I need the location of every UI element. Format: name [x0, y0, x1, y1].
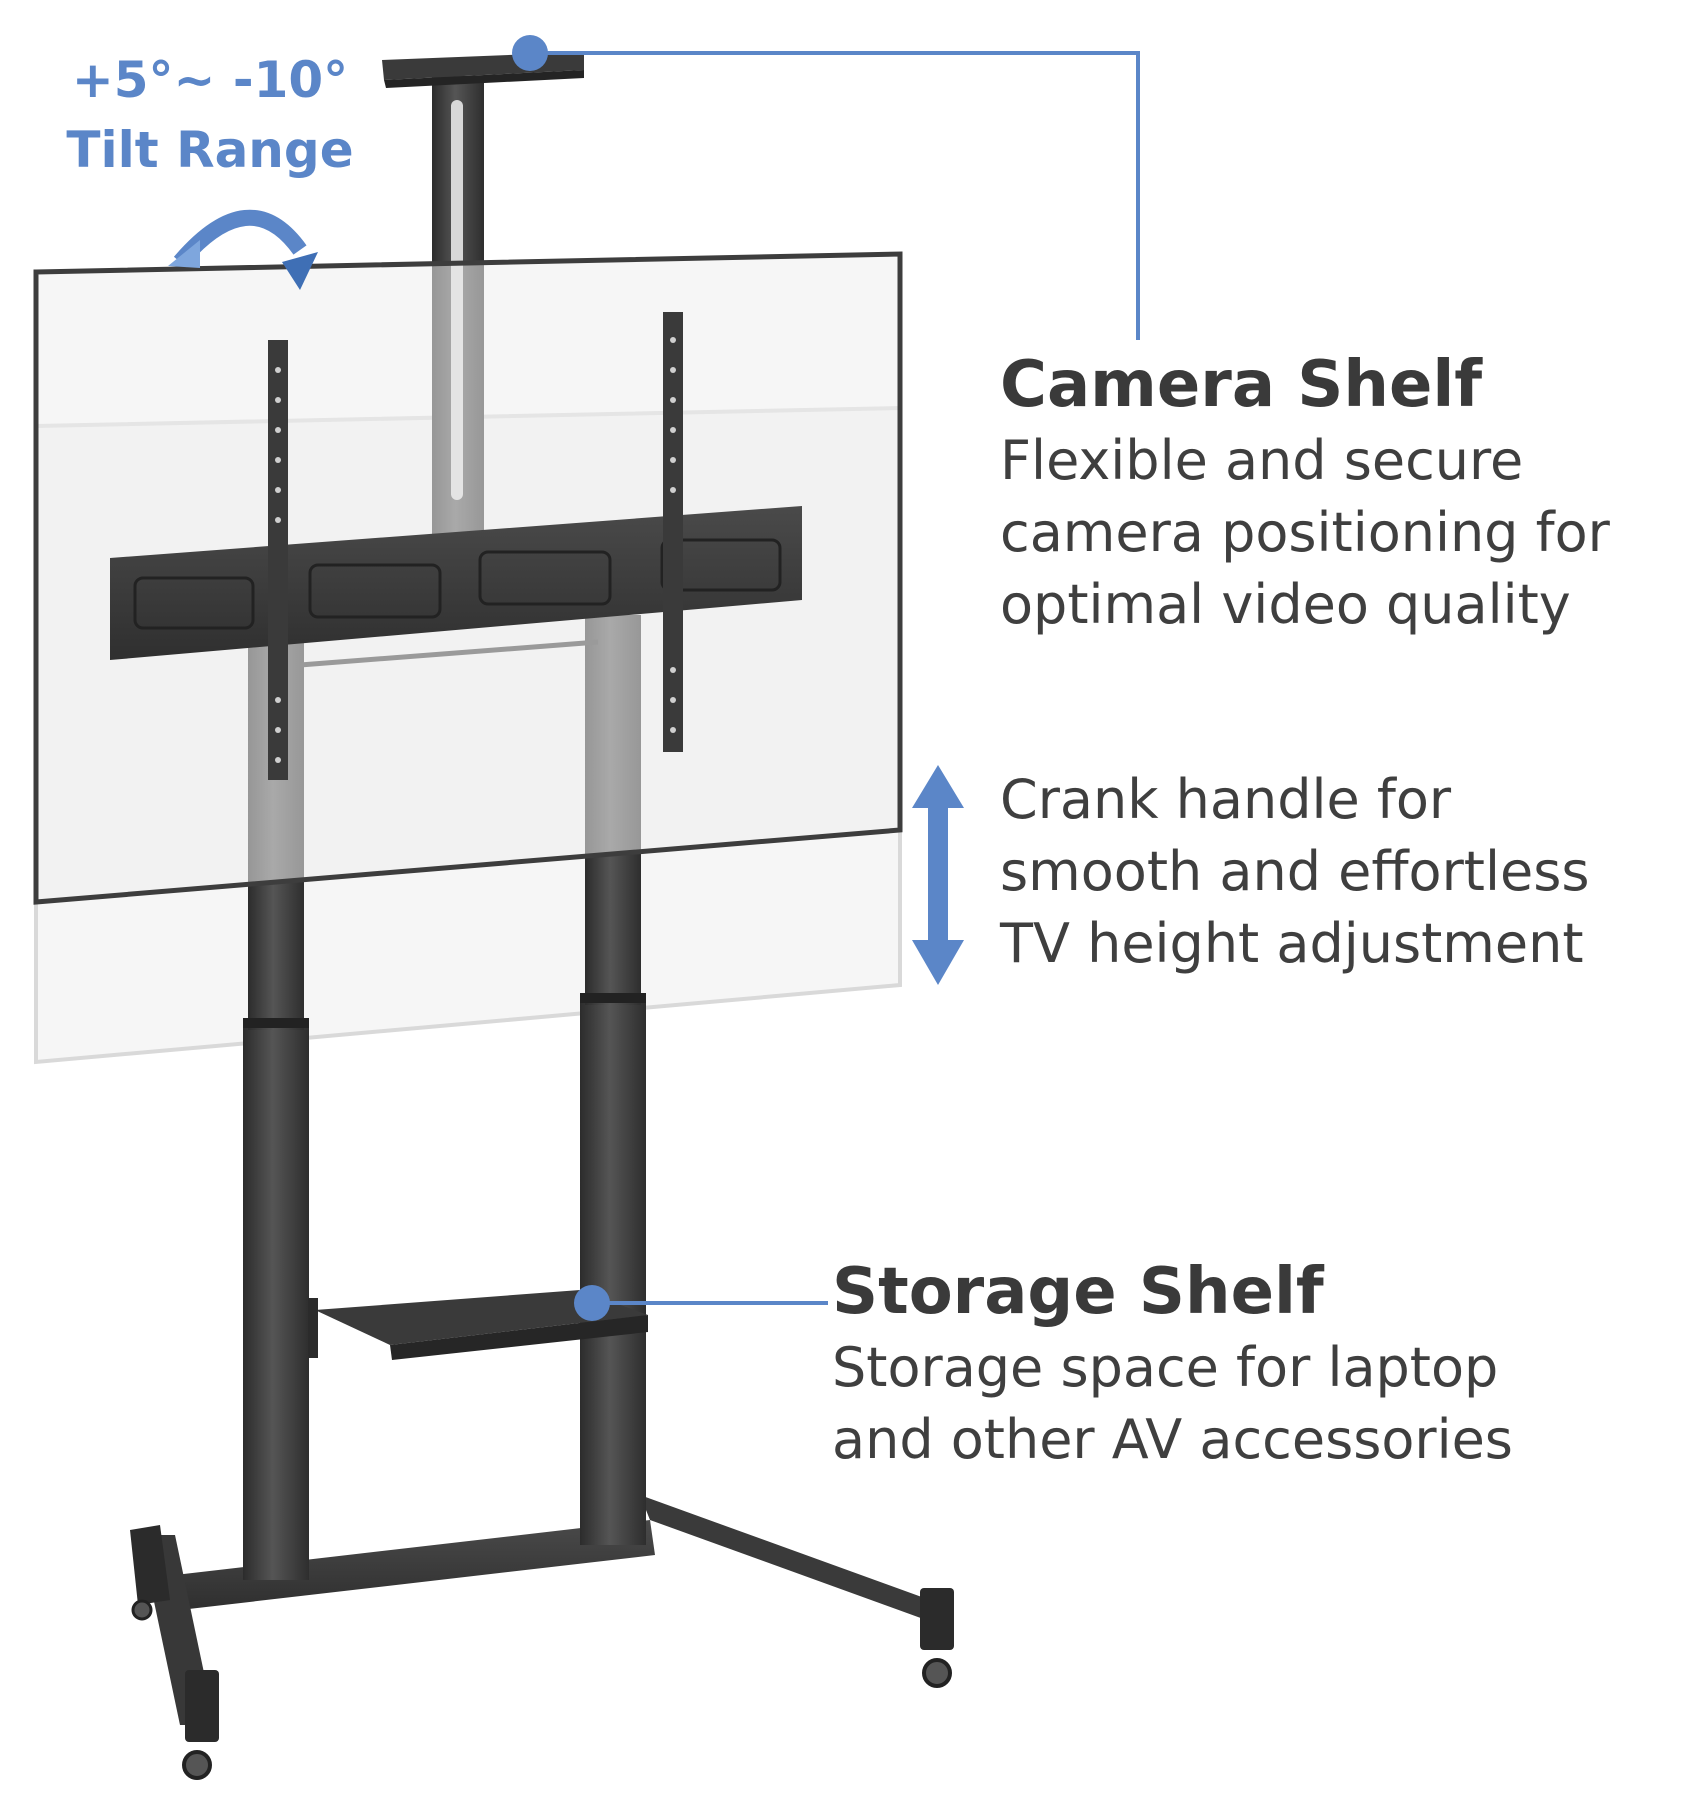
- storage-shelf-callout: [574, 1285, 828, 1321]
- storage-shelf-title: Storage Shelf: [832, 1255, 1324, 1329]
- camera-shelf-desc-line: optimal video quality: [1000, 573, 1571, 636]
- storage-shelf-desc-line: and other AV accessories: [832, 1408, 1513, 1471]
- crank-handle-text: Crank handle for smooth and effortless T…: [1000, 764, 1589, 980]
- vesa-arms: [268, 312, 683, 780]
- caster-wheels: [131, 1599, 952, 1780]
- storage-shelf-text: Storage Shelf Storage space for laptop a…: [832, 1252, 1513, 1476]
- height-adjust-arrow-icon: [912, 765, 964, 985]
- crank-desc-line: Crank handle for: [1000, 768, 1452, 831]
- tilt-range-value: +5°~ -10°: [71, 51, 349, 109]
- camera-shelf-text: Camera Shelf Flexible and secure camera …: [1000, 345, 1610, 641]
- crank-desc-line: smooth and effortless: [1000, 840, 1590, 903]
- tilt-range-label: +5°~ -10° Tilt Range: [45, 45, 375, 185]
- camera-shelf-callout: [512, 35, 1140, 340]
- storage-shelf-graphic: [308, 1290, 648, 1360]
- camera-shelf-title: Camera Shelf: [1000, 348, 1483, 422]
- storage-shelf-desc-line: Storage space for laptop: [832, 1336, 1499, 1399]
- tilt-range-title: Tilt Range: [66, 121, 354, 179]
- camera-shelf-desc-line: Flexible and secure: [1000, 429, 1524, 492]
- camera-shelf-desc-line: camera positioning for: [1000, 501, 1610, 564]
- crank-desc-line: TV height adjustment: [1000, 912, 1584, 975]
- stand-base: [130, 1495, 954, 1742]
